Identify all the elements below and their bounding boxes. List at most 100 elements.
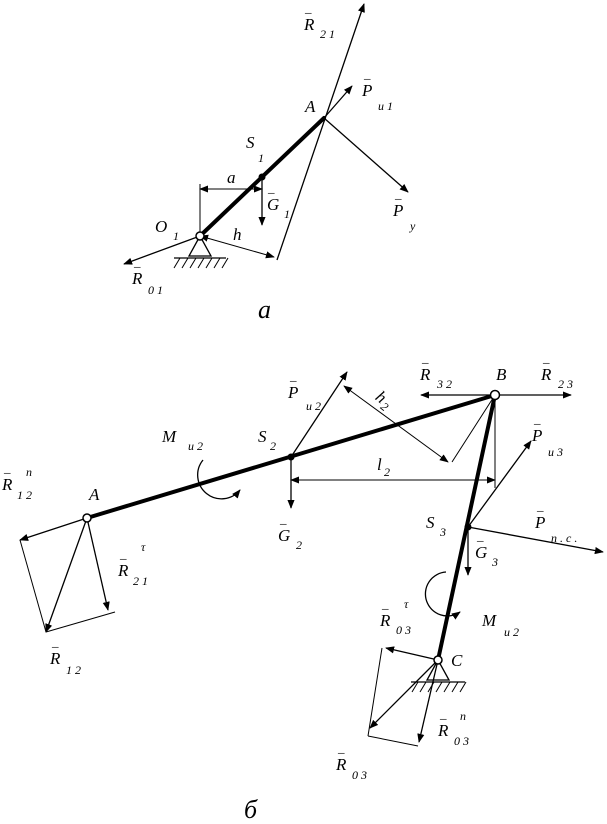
triangle-c-side1 <box>367 647 383 737</box>
label-r32: _R 3 2 <box>419 350 452 391</box>
force-r03t-arrow <box>385 646 439 661</box>
svg-text:_: _ <box>119 546 127 561</box>
triangle-a-side1 <box>19 539 47 633</box>
svg-text:0 3: 0 3 <box>454 734 469 748</box>
svg-text:3 2: 3 2 <box>436 377 452 391</box>
svg-text:_: _ <box>337 740 345 755</box>
svg-text:u 1: u 1 <box>378 99 393 113</box>
svg-text:P: P <box>531 426 542 445</box>
svg-text:P: P <box>287 383 298 402</box>
svg-text:_: _ <box>267 180 275 195</box>
svg-text:l: l <box>377 455 382 474</box>
svg-text:R: R <box>419 365 431 384</box>
ground-hatch-o1 <box>173 257 229 269</box>
label-r12n: _R1 2n <box>1 460 32 502</box>
force-r12-arrow <box>45 517 88 633</box>
svg-text:R: R <box>335 755 347 774</box>
svg-text:0 3: 0 3 <box>396 623 411 637</box>
svg-text:P: P <box>361 81 372 100</box>
label-r01: _R 0 1 <box>131 254 163 297</box>
svg-text:2 3: 2 3 <box>558 377 573 391</box>
svg-text:1 2: 1 2 <box>66 663 81 677</box>
force-r21t-arrow <box>86 517 110 611</box>
label-s1: S1 <box>246 133 264 165</box>
label-a-point: A <box>304 97 316 116</box>
force-pps-arrow <box>467 526 604 555</box>
label-mu2-right: Mu 2 <box>481 611 519 639</box>
label-pu2: _Pu 2 <box>287 368 321 413</box>
svg-text:τ: τ <box>141 540 146 554</box>
svg-text:_: _ <box>542 350 550 365</box>
label-dim-h: h <box>233 225 242 244</box>
caption-b: б <box>244 795 258 824</box>
svg-text:_: _ <box>133 254 141 269</box>
joint-b <box>489 389 501 401</box>
label-a-point: A <box>88 485 100 504</box>
svg-text:_: _ <box>476 528 484 543</box>
svg-text:_: _ <box>421 350 429 365</box>
label-r03n: _R 0 3 n <box>437 706 469 748</box>
triangle-c-side2 <box>367 735 419 747</box>
force-r12n-arrow <box>19 517 88 541</box>
svg-text:_: _ <box>304 0 312 15</box>
svg-text:_: _ <box>289 368 297 383</box>
pivot-support-c <box>425 658 451 681</box>
label-pu3: _Pu 3 <box>531 411 563 459</box>
svg-text:3: 3 <box>491 555 498 569</box>
svg-text:R: R <box>379 611 391 630</box>
svg-text:2 1: 2 1 <box>133 574 148 588</box>
label-c-point: C <box>451 651 463 670</box>
label-pps: _Pп . с . <box>534 498 577 545</box>
label-b-point: B <box>496 365 507 384</box>
svg-text:a: a <box>227 168 236 187</box>
svg-text:R: R <box>117 561 129 580</box>
svg-text:_: _ <box>279 511 287 526</box>
moment-mu2-right-arc <box>424 571 461 620</box>
svg-text:1: 1 <box>284 207 290 221</box>
svg-text:P: P <box>392 201 403 220</box>
force-r21-line <box>276 3 365 261</box>
force-py-arrow <box>323 117 409 193</box>
svg-text:M: M <box>161 427 177 446</box>
svg-text:u 2: u 2 <box>504 625 519 639</box>
svg-text:_: _ <box>439 706 447 721</box>
svg-text:R: R <box>303 15 315 34</box>
force-r01-arrow <box>123 235 201 265</box>
label-r03t: _R 0 3 τ <box>379 596 411 637</box>
svg-text:R: R <box>540 365 552 384</box>
svg-text:0 1: 0 1 <box>148 283 163 297</box>
label-py: _Py <box>392 186 416 233</box>
svg-text:S: S <box>246 133 255 152</box>
force-r03n-arrow <box>417 659 439 743</box>
svg-text:R: R <box>131 269 143 288</box>
label-dim-a: a <box>227 168 236 187</box>
ground-hatch-c <box>411 681 467 693</box>
svg-text:_: _ <box>381 596 389 611</box>
svg-text:τ: τ <box>404 597 409 611</box>
svg-text:_: _ <box>394 186 402 201</box>
label-pu1: _Pu 1 <box>361 66 393 113</box>
svg-text:1 2: 1 2 <box>17 488 32 502</box>
joint-o1 <box>195 231 205 241</box>
pivot-support-o1 <box>187 234 213 257</box>
h2-perpendicular <box>451 394 496 463</box>
svg-text:R: R <box>437 721 449 740</box>
label-r21t: _R 2 1 τ <box>117 540 148 588</box>
svg-text:B: B <box>496 365 507 384</box>
svg-text:_: _ <box>3 460 11 475</box>
svg-text:G: G <box>267 195 279 214</box>
svg-text:2: 2 <box>384 465 390 479</box>
svg-text:_: _ <box>51 634 59 649</box>
svg-text:P: P <box>534 513 545 532</box>
svg-text:G: G <box>475 543 487 562</box>
svg-text:G: G <box>278 526 290 545</box>
svg-text:n: n <box>460 709 466 723</box>
